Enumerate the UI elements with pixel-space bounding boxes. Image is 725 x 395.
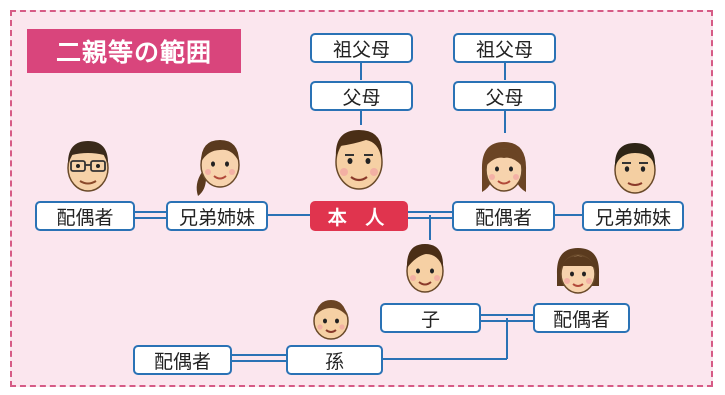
node-parents-left: 父母 (310, 81, 413, 111)
node-parents-right: 父母 (453, 81, 556, 111)
girl-face-icon (556, 248, 600, 294)
node-self: 本 人 (310, 201, 408, 231)
man-glasses-face-icon (67, 141, 109, 192)
node-grandparents-left: 祖父母 (310, 33, 413, 63)
girl-ponytail-face-icon (196, 140, 240, 196)
child-face-icon (313, 300, 349, 340)
node-grandchild: 孫 (286, 345, 383, 375)
woman-face-icon (481, 142, 527, 192)
self-man-face-icon (335, 130, 383, 190)
man-face-icon (614, 143, 656, 194)
node-sibling-left: 兄弟姉妹 (166, 201, 268, 231)
node-spouse: 配偶者 (452, 201, 555, 231)
node-child-spouse: 配偶者 (533, 303, 630, 333)
node-grandchild-spouse: 配偶者 (133, 345, 232, 375)
node-sibling-right: 兄弟姉妹 (582, 201, 684, 231)
diagram-title: 二親等の範囲 (27, 29, 241, 73)
boy-face-icon (406, 244, 444, 293)
node-grandparents-right: 祖父母 (453, 33, 556, 63)
node-child: 子 (380, 303, 481, 333)
node-sibling-spouse-left: 配偶者 (35, 201, 135, 231)
